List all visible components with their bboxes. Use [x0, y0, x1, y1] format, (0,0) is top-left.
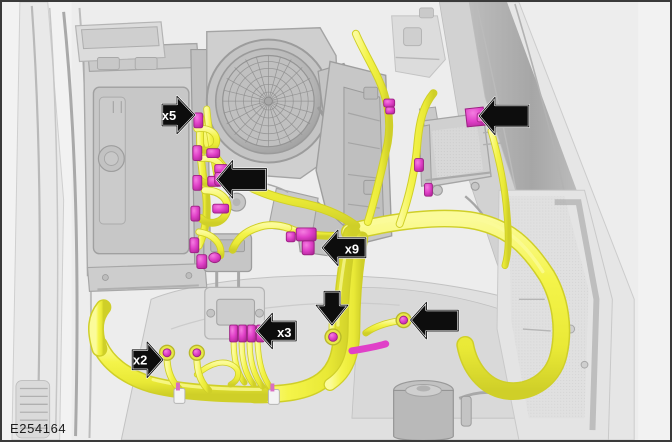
ring-terminals	[158, 311, 412, 361]
ring-terminal	[395, 311, 412, 329]
harness-retainer	[109, 341, 120, 355]
harness-retainer	[267, 383, 280, 405]
harness-retainers	[109, 341, 280, 405]
callout-x3-label: x3	[277, 325, 291, 340]
arrow-heater-core-connector	[215, 159, 268, 200]
callout-x3: x3	[255, 312, 298, 350]
callout-x2-label: x2	[133, 353, 147, 368]
arrow-battery-terminal	[409, 301, 460, 340]
harness-retainer	[173, 382, 186, 404]
arrow-module-connector	[478, 96, 530, 136]
canister	[393, 379, 510, 440]
callout-x9-label: x9	[345, 242, 359, 257]
bracket-module	[418, 106, 506, 233]
ring-terminal	[188, 344, 205, 361]
callout-x2: x2	[131, 340, 165, 379]
hvac-module	[74, 21, 212, 292]
callout-x5: x5	[160, 95, 196, 135]
arrow-ground-stud	[315, 290, 349, 327]
callout-x9: x9	[321, 228, 367, 267]
ring-terminal	[316, 338, 328, 350]
ring-terminal	[324, 328, 342, 346]
figure-id: E254164	[10, 421, 67, 436]
harness-clip	[189, 112, 204, 254]
ring-terminal	[158, 344, 176, 361]
side-panel	[11, 2, 92, 440]
callout-x5-label: x5	[162, 108, 176, 123]
